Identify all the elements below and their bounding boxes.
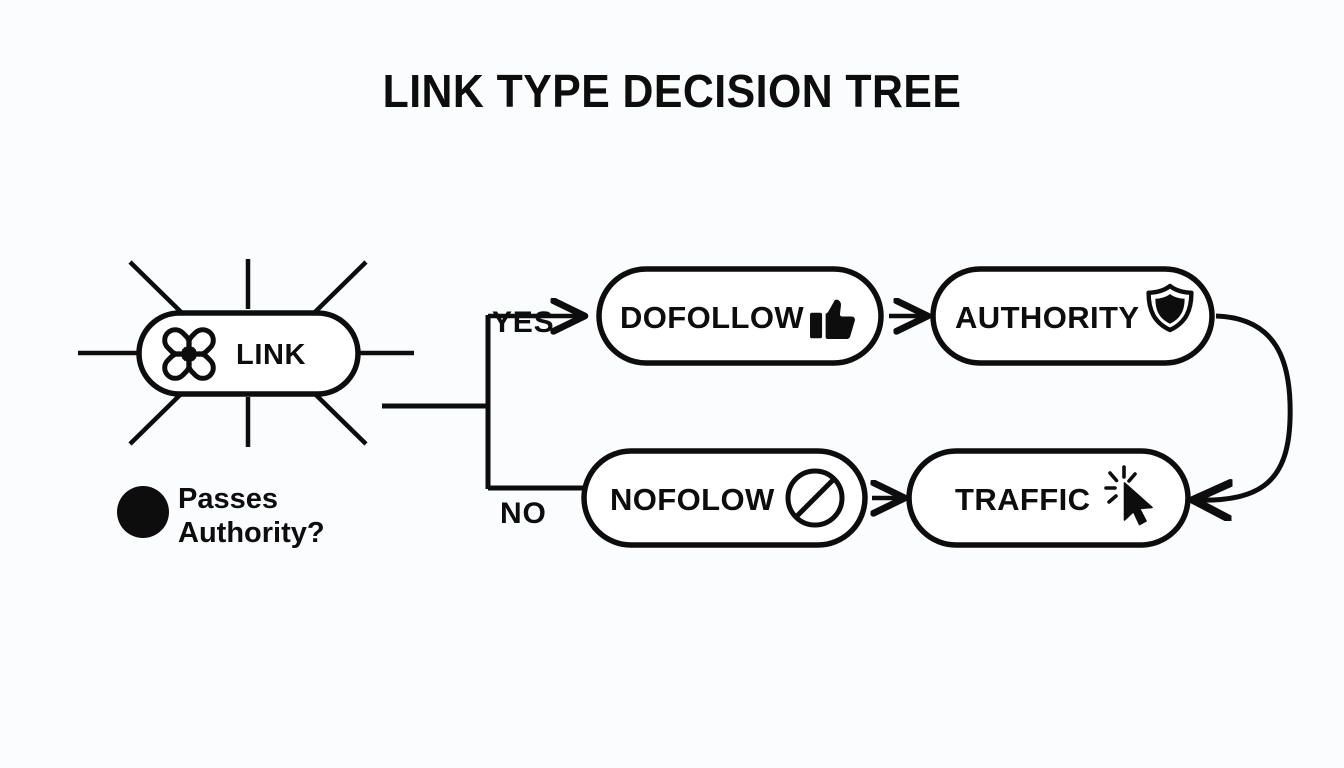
question-line-2: Authority? [178, 517, 325, 549]
link-node-group[interactable]: LINK [78, 259, 414, 447]
nofolow-node-pill[interactable] [581, 448, 868, 548]
sunburst-rays [78, 259, 414, 447]
question-line-1: Passes [178, 483, 278, 515]
chain-link-icon [162, 327, 216, 381]
ray-top-right-diagonal [312, 260, 368, 315]
yes-branch-label: YES [492, 306, 554, 339]
question-mark-circle-icon [117, 486, 169, 538]
question-mark-glyph: ? [133, 496, 154, 534]
nofolow-node-group[interactable]: NOFOLOW [581, 448, 868, 548]
page-title: LINK TYPE DECISION TREE [382, 65, 962, 117]
ray-bottom-left-diagonal [128, 391, 184, 446]
thumbs-up-icon [810, 299, 855, 340]
link-node-label: LINK [236, 339, 306, 371]
prohibited-icon [785, 468, 845, 528]
dofollow-node-group[interactable]: DOFOLLOW [596, 266, 884, 366]
traffic-node-pill[interactable] [906, 448, 1191, 548]
authority-node-label: AUTHORITY [955, 300, 1139, 335]
ray-bottom-right-diagonal [312, 391, 368, 446]
question-caption: ? Passes Authority? [117, 483, 325, 549]
no-branch-label: NO [500, 497, 547, 530]
click-cursor-icon [1104, 465, 1153, 526]
traffic-node-label: TRAFFIC [955, 482, 1090, 517]
nofolow-node-label: NOFOLOW [610, 482, 775, 517]
edge-authority-traffic [1196, 313, 1293, 500]
shield-icon [1146, 283, 1194, 333]
authority-node-pill[interactable] [930, 266, 1215, 366]
branch-connectors: YES NO [382, 306, 588, 530]
dofollow-node-pill[interactable] [596, 266, 884, 366]
traffic-node-group[interactable]: TRAFFIC [906, 448, 1191, 548]
authority-node-group[interactable]: AUTHORITY [930, 266, 1215, 366]
ray-top-left-diagonal [128, 260, 184, 315]
dofollow-node-label: DOFOLLOW [620, 300, 804, 335]
